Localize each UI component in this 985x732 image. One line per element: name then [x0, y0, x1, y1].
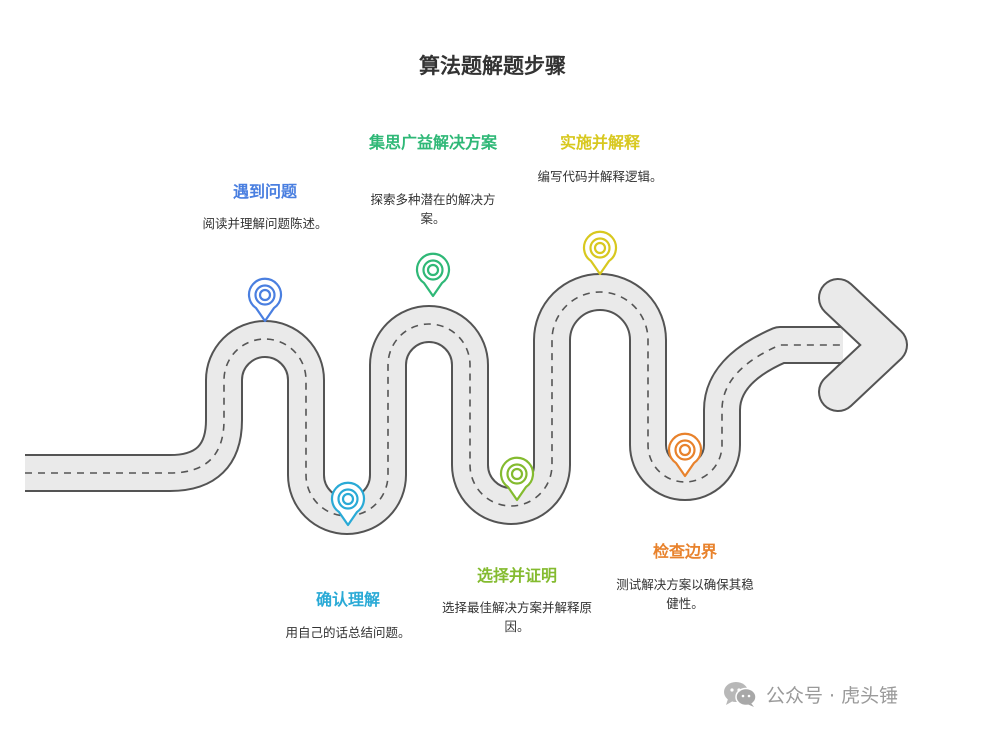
step-markers	[247, 230, 703, 527]
step-1-pin-icon	[247, 277, 283, 323]
step-6-desc: 测试解决方案以确保其稳健性。	[616, 577, 754, 611]
winding-road	[25, 273, 843, 535]
watermark: 公众号 · 虎头锤	[722, 678, 898, 710]
step-1-title: 遇到问题	[232, 182, 297, 201]
step-5-title: 实施并解释	[559, 133, 640, 152]
wechat-icon	[724, 682, 757, 707]
step-1-desc: 阅读并理解问题陈述。	[202, 216, 328, 231]
step-3-pin-icon	[415, 252, 451, 298]
step-4-desc: 选择最佳解决方案并解释原因。	[442, 600, 593, 634]
arrow-head-surface	[820, 280, 906, 410]
step-2-desc: 用自己的话总结问题。	[285, 625, 411, 640]
step-6-title: 检查边界	[652, 542, 717, 561]
road-center-line	[25, 291, 843, 517]
step-5-desc: 编写代码并解释逻辑。	[537, 169, 663, 184]
arrow-head	[818, 278, 908, 412]
watermark-text: 公众号 · 虎头锤	[766, 684, 899, 707]
step-3-desc: 探索多种潜在的解决方案。	[370, 192, 496, 226]
road-surface	[25, 275, 843, 533]
step-6-pin-icon	[667, 432, 703, 478]
page-title: 算法题解题步骤	[419, 54, 566, 78]
step-2-pin-icon	[330, 481, 366, 527]
step-3-title: 集思广益解决方案	[368, 133, 497, 152]
step-4-pin-icon	[499, 456, 535, 502]
step-5-pin-icon	[582, 230, 618, 276]
step-2-title: 确认理解	[315, 590, 380, 609]
step-4-title: 选择并证明	[476, 566, 557, 585]
